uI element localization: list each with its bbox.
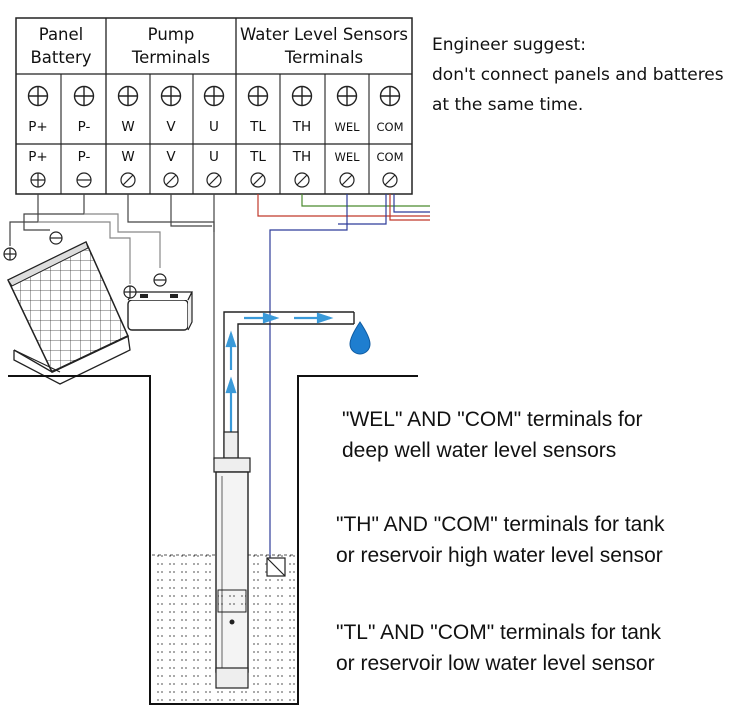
pump-terminals-header-line2: Terminals [131, 48, 210, 67]
submersible-pump [213, 431, 251, 689]
solar-panel-plus-icon [3, 247, 17, 261]
terminal-label-v-top: V [166, 119, 176, 135]
terminal-label-p-minus-top: P- [78, 119, 91, 135]
terminal-screw-w-icon [117, 85, 139, 107]
well [8, 375, 418, 705]
wire-screw-w-icon [120, 172, 136, 188]
engineer-note-line1: Engineer suggest: [432, 35, 587, 55]
solar-panel [7, 240, 131, 385]
deep-well-level-sensor [266, 557, 286, 577]
terminal-label-w-bottom: W [121, 149, 134, 165]
wire-screw-wel-icon [339, 172, 355, 188]
terminal-label-tl-bottom: TL [249, 149, 266, 165]
panel-battery-header-line2: Battery [30, 48, 91, 67]
battery [127, 291, 193, 331]
pump-terminals-header-line1: Pump [148, 25, 195, 44]
terminal-screw-th-icon [291, 85, 313, 107]
terminal-label-com-bottom: COM [376, 150, 403, 164]
engineer-note-line2: don't connect panels and batteres [432, 65, 724, 85]
wel-com-description-line2: deep well water level sensors [342, 439, 617, 462]
wel-com-description: "WEL" AND "COM" terminals for deep well … [342, 404, 643, 466]
terminal-label-w-top: W [121, 119, 134, 135]
tl-com-description-line1: "TL" AND "COM" terminals for tank [336, 621, 662, 644]
wire-screw-u-icon [206, 172, 222, 188]
th-com-description: "TH" AND "COM" terminals for tank or res… [336, 509, 665, 571]
battery-plus-icon [123, 285, 137, 299]
terminal-label-v-bottom: V [166, 149, 176, 165]
terminal-row: P+ P+ P- P- WW VV UU TL TL TH TH WEL WEL COM COM [27, 85, 404, 188]
terminal-label-wel-top: WEL [334, 120, 360, 134]
wel-com-description-line1: "WEL" AND "COM" terminals for [342, 408, 643, 431]
solar-panel-minus-icon [49, 231, 63, 245]
wire-screw-p-minus-icon [76, 172, 92, 188]
sensor-terminals-header-line2: Terminals [284, 48, 363, 67]
terminal-label-u-bottom: U [209, 149, 219, 165]
terminal-label-u-top: U [209, 119, 219, 135]
terminal-label-p-plus-bottom: P+ [28, 149, 47, 165]
terminal-label-wel-bottom: WEL [334, 150, 360, 164]
wiring [9, 194, 430, 560]
terminal-label-th-bottom: TH [292, 149, 311, 165]
terminal-screw-com-icon [379, 85, 401, 107]
wire-screw-th-icon [294, 172, 310, 188]
terminal-screw-p-minus-icon [73, 85, 95, 107]
engineer-note-line3: at the same time. [432, 95, 584, 115]
terminal-label-p-plus-top: P+ [28, 119, 47, 135]
terminal-screw-p-plus-icon [27, 85, 49, 107]
wire-screw-com-icon [382, 172, 398, 188]
panel-battery-header-line1: Panel [39, 25, 84, 44]
outlet-pipe [223, 311, 355, 458]
tl-com-description: "TL" AND "COM" terminals for tank or res… [336, 617, 661, 679]
terminal-screw-v-icon [160, 85, 182, 107]
terminal-label-th-top: TH [292, 119, 311, 135]
tl-com-description-line2: or reservoir low water level sensor [336, 652, 655, 675]
terminal-label-tl-top: TL [249, 119, 266, 135]
terminal-screw-wel-icon [336, 85, 358, 107]
terminal-label-p-minus-bottom: P- [78, 149, 91, 165]
wire-screw-p-plus-icon [30, 172, 46, 188]
terminal-screw-u-icon [203, 85, 225, 107]
terminal-screw-tl-icon [247, 85, 269, 107]
water-flow-arrows [225, 312, 334, 440]
th-com-description-line1: "TH" AND "COM" terminals for tank [336, 513, 665, 536]
engineer-note: Engineer suggest: don't connect panels a… [432, 30, 747, 120]
sensor-terminals-header-line1: Water Level Sensors [240, 25, 408, 44]
water-drop-icon [349, 321, 371, 355]
th-com-description-line2: or reservoir high water level sensor [336, 544, 663, 567]
battery-minus-icon [153, 273, 167, 287]
wire-screw-v-icon [163, 172, 179, 188]
wire-screw-tl-icon [250, 172, 266, 188]
terminal-label-com-top: COM [376, 120, 403, 134]
